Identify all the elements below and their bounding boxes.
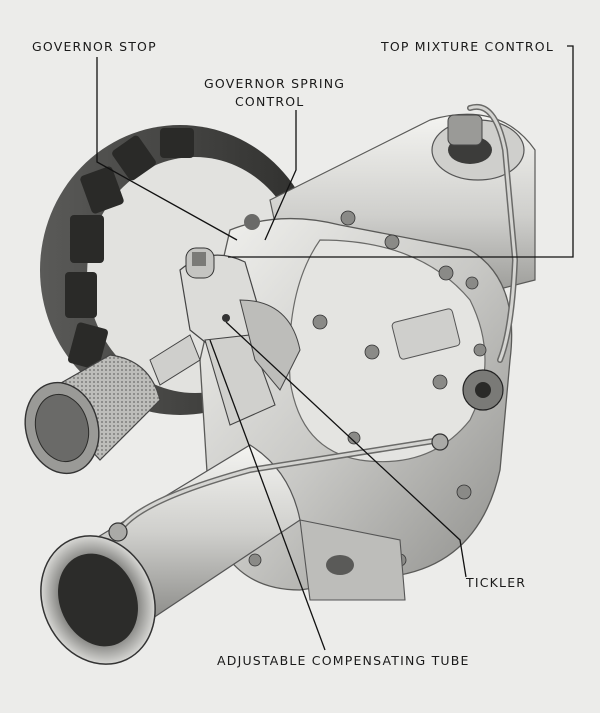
leader-lines [96,45,574,651]
carburettor [179,214,301,426]
label-governor-spring-control-line2: CONTROL [235,94,305,109]
label-tickler: TICKLER [466,575,527,590]
label-governor-stop: GOVERNOR STOP [32,39,157,54]
control-tubing [108,103,519,542]
label-adjustable-compensating-tube: ADJUSTABLE COMPENSATING TUBE [217,653,470,668]
sprocket [462,369,504,411]
air-filter [24,334,201,475]
label-top-mixture-control: TOP MIXTURE CONTROL [381,39,554,54]
exhaust-tube [40,444,301,665]
label-governor-spring-control-line1: GOVERNOR SPRING [204,76,346,91]
